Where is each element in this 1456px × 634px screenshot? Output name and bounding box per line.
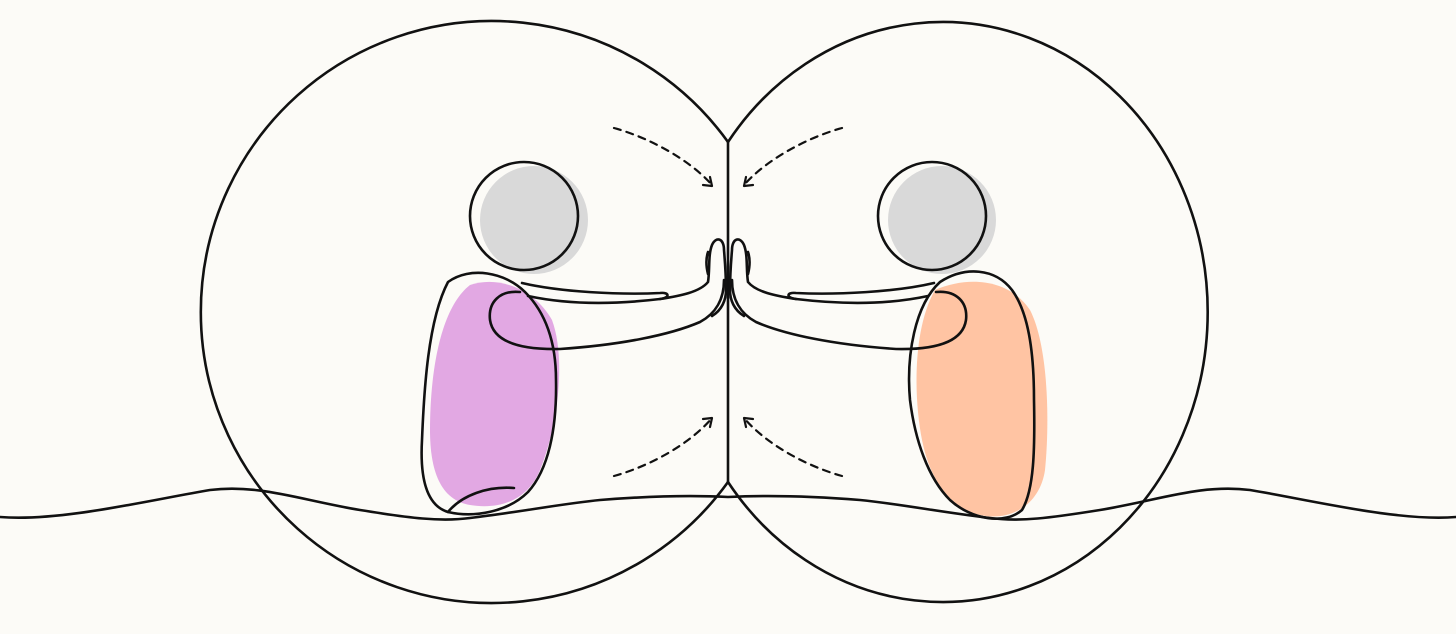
left-forearm xyxy=(520,281,669,305)
left-head-shade xyxy=(480,166,588,274)
incoming-arrow-icon xyxy=(612,416,714,478)
right-body-outline xyxy=(907,270,1036,521)
right-hand xyxy=(728,238,798,318)
left-body-inner xyxy=(446,486,516,514)
left-person-icon xyxy=(420,160,728,516)
left-thumb xyxy=(705,250,710,276)
incoming-arrow-icon xyxy=(742,416,844,478)
left-arm xyxy=(488,278,726,351)
right-bubble-icon xyxy=(726,20,1209,604)
right-head xyxy=(876,160,988,272)
left-bubble-icon xyxy=(199,19,730,605)
right-forearm xyxy=(787,281,936,305)
left-body-outline xyxy=(420,271,558,516)
left-head xyxy=(468,160,580,272)
right-arm xyxy=(730,278,968,351)
right-head-shade xyxy=(888,166,996,274)
incoming-arrow-icon xyxy=(742,126,844,188)
left-body-fill xyxy=(430,281,560,507)
right-thumb xyxy=(746,250,751,276)
incoming-arrow-icon xyxy=(612,126,714,188)
right-person-icon xyxy=(728,160,1048,521)
left-hand xyxy=(658,238,728,318)
ground-line xyxy=(0,487,1456,521)
